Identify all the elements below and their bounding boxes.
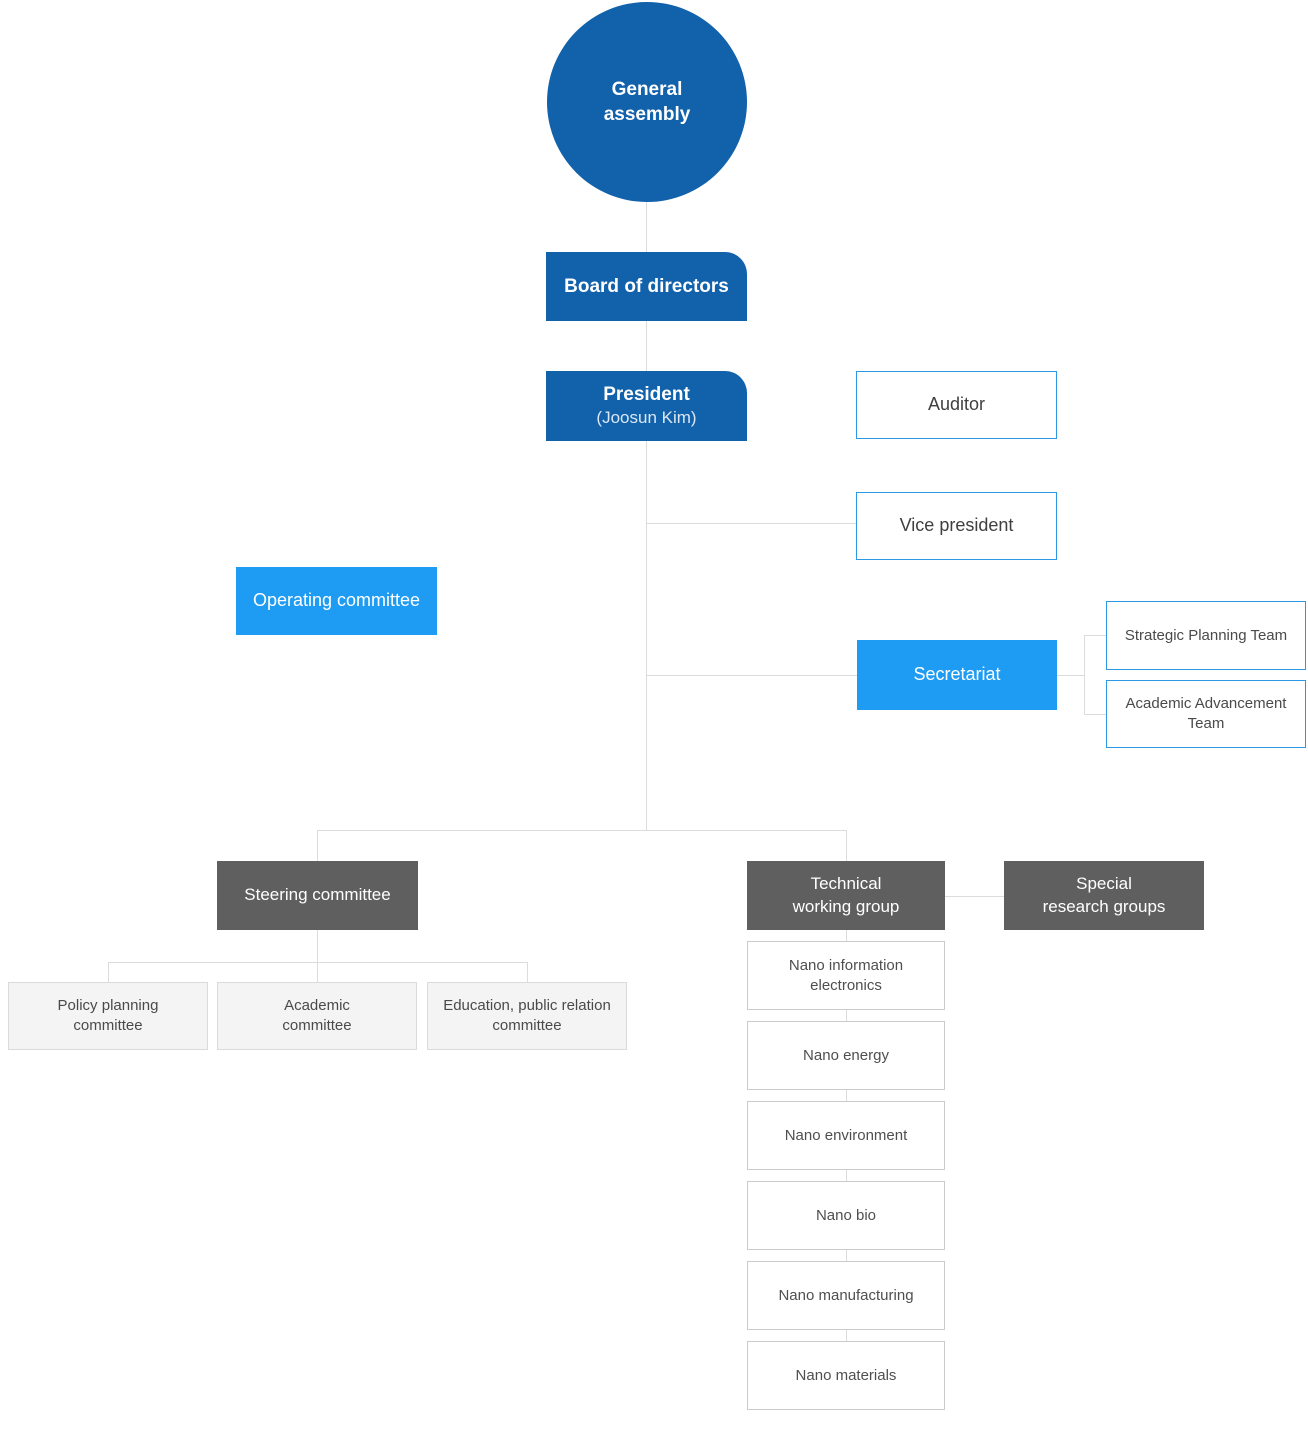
node-label: Academic Advancement bbox=[1125, 695, 1287, 713]
node-label: Policy planning bbox=[57, 997, 159, 1015]
node-academic-committee: Academic committee bbox=[217, 982, 417, 1050]
node-label: committee bbox=[73, 1017, 143, 1034]
node-label: Nano environment bbox=[784, 1126, 908, 1144]
node-nano-materials: Nano materials bbox=[747, 1341, 945, 1410]
node-education-pr-committee: Education, public relation committee bbox=[427, 982, 627, 1050]
node-label: electronics bbox=[810, 976, 882, 994]
node-policy-planning-committee: Policy planning committee bbox=[8, 982, 208, 1050]
node-secretariat: Secretariat bbox=[857, 640, 1057, 710]
node-operating-committee: Operating committee bbox=[236, 567, 437, 635]
connector-secretariat-right bbox=[1056, 675, 1084, 676]
connector-vice-president bbox=[646, 523, 857, 524]
node-strategic-planning-team: Strategic Planning Team bbox=[1106, 601, 1306, 670]
connector-twg-top bbox=[846, 830, 847, 862]
node-nano-environment: Nano environment bbox=[747, 1101, 945, 1170]
connector-steering-top bbox=[317, 830, 318, 862]
node-label: committee bbox=[282, 1017, 352, 1034]
node-label: working group bbox=[792, 896, 900, 916]
connector-steering-bottom bbox=[317, 930, 318, 962]
connector-secretariat-left bbox=[646, 675, 857, 676]
connector-strategic-team bbox=[1084, 635, 1106, 636]
node-nano-information-electronics: Nano information electronics bbox=[747, 941, 945, 1010]
connector-academic-team bbox=[1084, 714, 1106, 715]
node-label: Academic bbox=[284, 997, 350, 1015]
node-board-of-directors: Board of directors bbox=[546, 252, 747, 321]
node-label: research groups bbox=[1042, 896, 1166, 916]
connector-special-groups bbox=[945, 896, 1005, 897]
node-steering-committee: Steering committee bbox=[217, 861, 418, 930]
node-president: President (Joosun Kim) bbox=[546, 371, 747, 441]
node-label: Auditor bbox=[927, 394, 986, 415]
node-general-assembly: General assembly bbox=[547, 2, 747, 202]
node-label: Nano energy bbox=[803, 1046, 889, 1064]
node-special-research-groups: Special research groups bbox=[1004, 861, 1204, 930]
node-label: Special bbox=[1076, 874, 1132, 894]
node-label: Nano manufacturing bbox=[778, 1286, 914, 1304]
node-label: Operating committee bbox=[252, 590, 421, 611]
node-vice-president: Vice president bbox=[856, 492, 1057, 560]
connector-education-stub bbox=[527, 962, 528, 983]
node-label: Nano information bbox=[788, 956, 904, 974]
node-auditor: Auditor bbox=[856, 371, 1057, 439]
node-label: General bbox=[611, 78, 683, 100]
connector-trunk bbox=[646, 202, 647, 830]
node-label: Team bbox=[1187, 715, 1225, 732]
node-label: Strategic Planning Team bbox=[1124, 626, 1288, 644]
node-label: Education, public relation bbox=[443, 997, 611, 1015]
node-nano-energy: Nano energy bbox=[747, 1021, 945, 1090]
node-label: Steering committee bbox=[244, 885, 391, 905]
node-label: President bbox=[603, 384, 690, 406]
node-label: Technical bbox=[810, 874, 882, 894]
node-label: assembly bbox=[603, 104, 691, 125]
node-label: Vice president bbox=[899, 515, 1014, 536]
connector-lower-branch bbox=[317, 830, 846, 831]
connector-policy-stub bbox=[108, 962, 109, 983]
connector-teams-bracket bbox=[1084, 635, 1085, 715]
node-label: committee bbox=[492, 1017, 562, 1034]
node-nano-bio: Nano bio bbox=[747, 1181, 945, 1250]
node-label: Secretariat bbox=[913, 664, 1001, 685]
node-label: Nano materials bbox=[795, 1366, 897, 1384]
node-technical-working-group: Technical working group bbox=[747, 861, 945, 930]
node-sublabel: (Joosun Kim) bbox=[596, 408, 697, 428]
node-label: Board of directors bbox=[564, 275, 729, 297]
node-nano-manufacturing: Nano manufacturing bbox=[747, 1261, 945, 1330]
node-academic-advancement-team: Academic Advancement Team bbox=[1106, 680, 1306, 748]
node-label: Nano bio bbox=[815, 1206, 877, 1224]
connector-academic-stub bbox=[317, 962, 318, 983]
